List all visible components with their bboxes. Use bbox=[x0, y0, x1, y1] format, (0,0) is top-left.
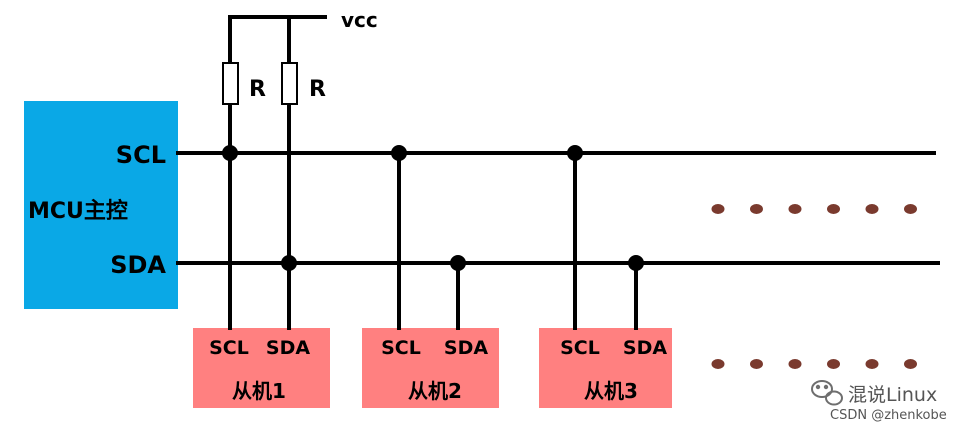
ellipsis-dot bbox=[788, 204, 802, 214]
slave-2-scl-label: SCL bbox=[381, 337, 421, 359]
vcc-label: vcc bbox=[341, 8, 378, 32]
slave-1-sda-label: SDA bbox=[266, 337, 310, 359]
mcu-block bbox=[24, 101, 178, 309]
junction-dot bbox=[222, 145, 238, 161]
ellipsis-dot bbox=[788, 359, 802, 369]
ellipsis-dot bbox=[904, 204, 917, 214]
mcu-sda-label: SDA bbox=[110, 251, 166, 279]
slave-2-sda-label: SDA bbox=[444, 337, 488, 359]
slave-2-block bbox=[362, 328, 499, 408]
slave-3-block bbox=[539, 328, 672, 408]
slave-1-name: 从机1 bbox=[232, 379, 286, 403]
continuation-dots bbox=[711, 204, 917, 369]
ellipsis-dot bbox=[827, 204, 840, 214]
resistor-1 bbox=[222, 62, 239, 105]
watermark-title: 混说Linux bbox=[848, 384, 937, 406]
watermark: 混说Linux CSDN @zhenkobe bbox=[811, 380, 947, 423]
ellipsis-dot bbox=[750, 204, 763, 214]
mcu-scl-label: SCL bbox=[116, 141, 166, 169]
ellipsis-dot bbox=[750, 359, 763, 369]
ellipsis-dot bbox=[904, 359, 917, 369]
junction-dot bbox=[391, 145, 407, 161]
slave-1-block bbox=[193, 328, 330, 408]
ellipsis-dot bbox=[827, 359, 840, 369]
junction-dot bbox=[450, 255, 466, 271]
junction-dot bbox=[628, 255, 644, 271]
watermark-credit: CSDN @zhenkobe bbox=[830, 408, 947, 423]
ellipsis-dot bbox=[865, 359, 879, 369]
junction-dot bbox=[567, 145, 583, 161]
ellipsis-dot bbox=[865, 204, 879, 214]
wechat-icon bbox=[811, 380, 843, 406]
slave-2-name: 从机2 bbox=[408, 379, 462, 403]
resistor-2-label: R bbox=[309, 77, 326, 102]
slave-3-sda-label: SDA bbox=[623, 337, 667, 359]
vcc-rail bbox=[228, 15, 327, 62]
resistor-2 bbox=[281, 62, 298, 105]
resistor-1-label: R bbox=[249, 77, 266, 102]
ellipsis-dot bbox=[711, 204, 725, 214]
mcu-label: MCU主控 bbox=[28, 198, 128, 224]
slave-3-scl-label: SCL bbox=[560, 337, 600, 359]
junction-dot bbox=[281, 255, 297, 271]
ellipsis-dot bbox=[711, 359, 725, 369]
slave-1-scl-label: SCL bbox=[209, 337, 249, 359]
slave-3-name: 从机3 bbox=[584, 379, 638, 403]
